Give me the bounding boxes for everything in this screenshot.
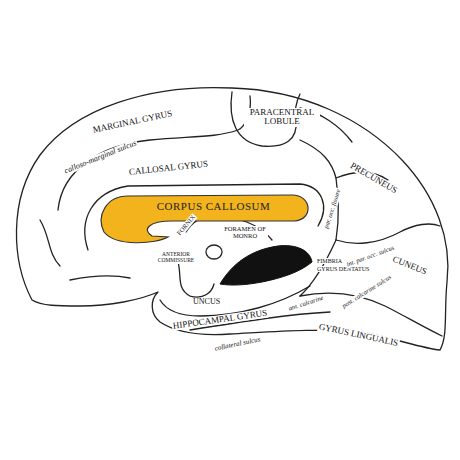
structure-name: CORPUS CALLOSUM <box>136 200 291 212</box>
anatomy-label: GYRUS DENTATUS <box>316 266 370 272</box>
anatomy-label: PARACENTRAL LOBULE <box>244 108 320 127</box>
corpus-callosum-band: CORPUS CALLOSUM <box>96 186 316 252</box>
anatomy-label: int. par. occ. sulcus <box>345 244 396 268</box>
anatomy-label: GYRUS LINGUALIS <box>317 322 400 348</box>
anatomy-label: CALLOSAL GYRUS <box>128 160 210 178</box>
anatomy-label: MARGINAL GYRUS <box>91 109 174 135</box>
anatomy-label: PRECUNEUS <box>348 161 400 196</box>
anatomy-label: collateral sulcus <box>213 336 262 353</box>
anatomy-label: ant. calcarine <box>287 294 325 312</box>
band-outline <box>96 186 316 252</box>
anatomy-label: ANTERIOR COMMISSURE <box>150 252 202 264</box>
anatomy-label: par. occ. fissure <box>323 188 343 231</box>
band-shape <box>101 195 308 243</box>
anatomy-label: FORAMEN OF MONRO <box>222 226 268 240</box>
anatomy-label: UNCUS <box>192 298 221 306</box>
anatomy-label: post. calcarine sulcus <box>340 274 393 311</box>
anatomy-label: FIMBRIA <box>316 258 343 264</box>
anatomy-label: CUNEUS <box>390 254 429 277</box>
